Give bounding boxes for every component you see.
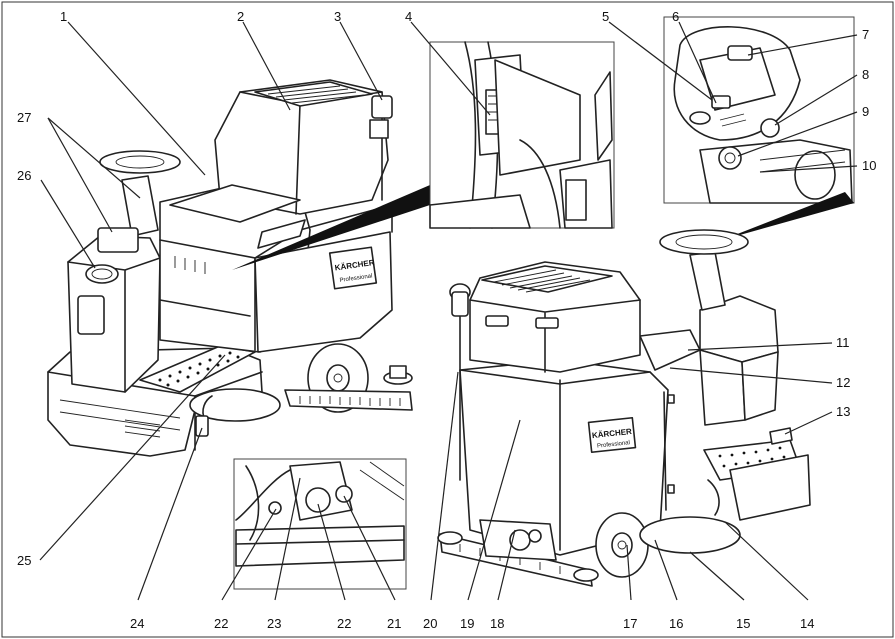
callout-20: 20 xyxy=(423,616,437,631)
inset-squeegee xyxy=(233,458,407,590)
leader-lines xyxy=(39,21,858,601)
callout-9: 9 xyxy=(862,104,869,119)
brand-sub-right: Professional xyxy=(597,440,630,449)
callout-19: 19 xyxy=(460,616,474,631)
machine-left: KÄRCHER Professional xyxy=(47,79,430,457)
callout-13: 13 xyxy=(836,404,850,419)
machine-right: KÄRCHER Professional xyxy=(437,229,811,587)
brand-logo-right: KÄRCHER xyxy=(591,427,632,440)
inset-controls xyxy=(663,16,855,240)
callout-10: 10 xyxy=(862,158,876,173)
callout-17: 17 xyxy=(623,616,637,631)
callout-1: 1 xyxy=(60,9,67,24)
callout-25: 25 xyxy=(17,553,31,568)
brand-sub-left: Professional xyxy=(339,273,373,284)
callout-16: 16 xyxy=(669,616,683,631)
callout-2: 2 xyxy=(237,9,244,24)
callout-24: 24 xyxy=(130,616,144,631)
callout-15: 15 xyxy=(736,616,750,631)
callout-11: 11 xyxy=(836,335,850,350)
callout-22-left: 22 xyxy=(214,616,228,631)
callout-8: 8 xyxy=(862,67,869,82)
callout-6: 6 xyxy=(672,9,679,24)
callout-22-right: 22 xyxy=(337,616,351,631)
callout-5: 5 xyxy=(602,9,609,24)
callout-23: 23 xyxy=(267,616,281,631)
callout-numbers: 1 2 3 4 5 6 7 8 9 10 11 12 13 14 15 16 1… xyxy=(17,9,876,631)
callout-26: 26 xyxy=(17,168,31,183)
callout-4: 4 xyxy=(405,9,412,24)
callout-14: 14 xyxy=(800,616,814,631)
callout-12: 12 xyxy=(836,375,850,390)
callout-7: 7 xyxy=(862,27,869,42)
callout-18: 18 xyxy=(490,616,504,631)
callout-21: 21 xyxy=(387,616,401,631)
callout-3: 3 xyxy=(334,9,341,24)
callout-27: 27 xyxy=(17,110,31,125)
inset-4 xyxy=(429,41,615,229)
